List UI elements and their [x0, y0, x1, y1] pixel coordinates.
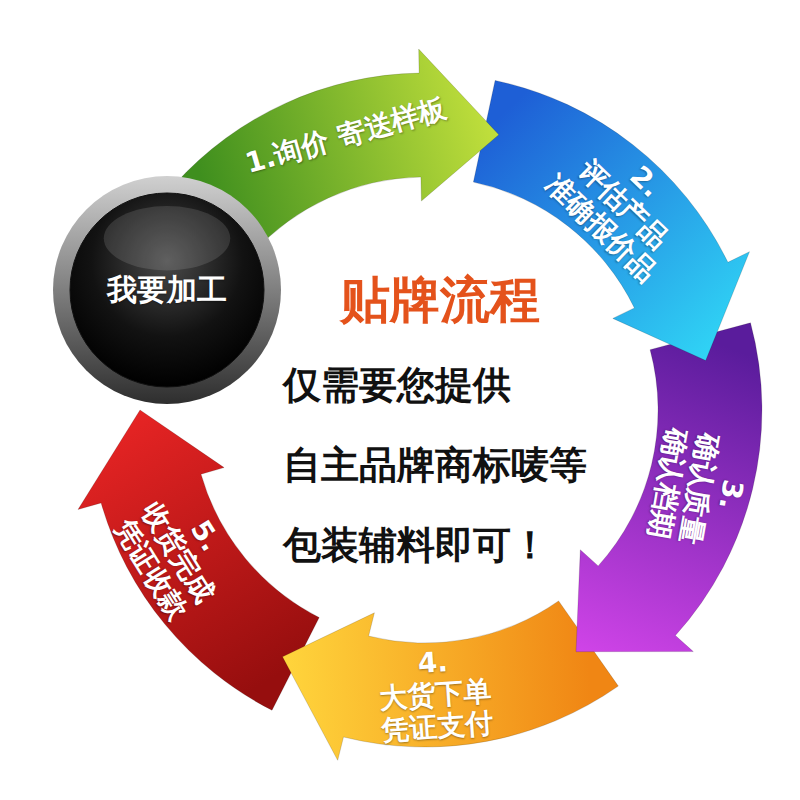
- step-label: 4.大货下单 凭证支付: [376, 643, 494, 747]
- diagram-title: 贴牌流程: [340, 267, 540, 334]
- flow-arrow: 2.评估产品 准确报价品: [466, 54, 783, 376]
- start-circle: 我要加工: [52, 175, 282, 405]
- step-label: 3.确认质量 确认档期: [642, 425, 756, 552]
- flow-arrow: 3.确认质量 确认档期: [536, 314, 788, 715]
- note-text: 仅需要您提供 自主品牌商标唛等 包装辅料即可！: [283, 345, 587, 585]
- flow-arrow: 5.收货完成 凭证收款: [62, 408, 333, 734]
- flow-arrow: 4.大货下单 凭证支付: [247, 579, 635, 773]
- start-label: 我要加工: [107, 272, 227, 307]
